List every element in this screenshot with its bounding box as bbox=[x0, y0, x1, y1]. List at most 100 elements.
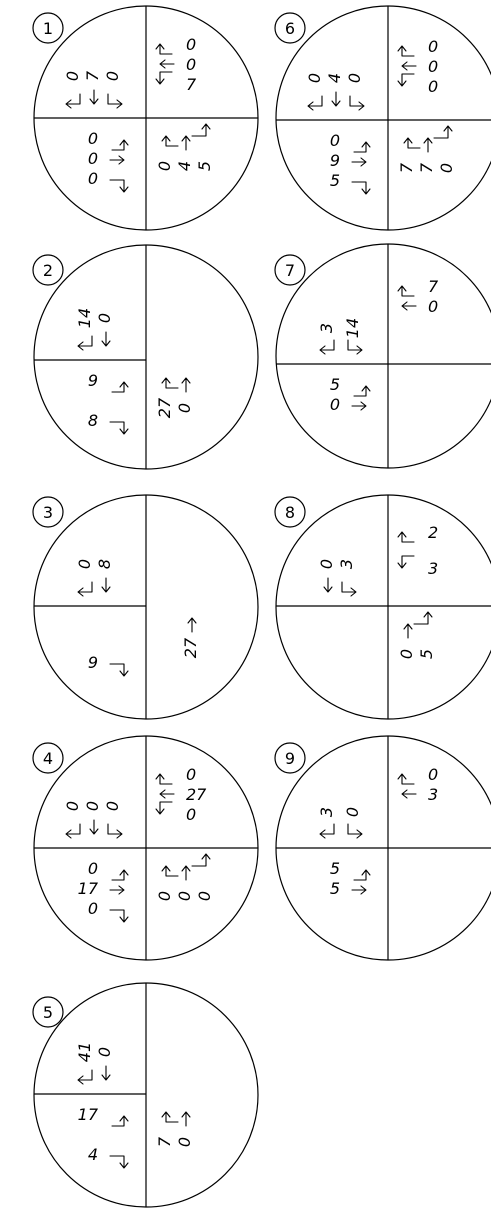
north-approach-volume: 0 bbox=[428, 77, 438, 96]
west-approach-arrow-icon bbox=[341, 581, 357, 597]
west-approach-volume: 0 bbox=[345, 73, 364, 83]
south-approach-arrow-icon bbox=[403, 623, 413, 639]
diagram-number-badge bbox=[274, 496, 306, 528]
east-approach-arrow-icon bbox=[111, 381, 129, 393]
south-approach-arrow-icon bbox=[191, 853, 211, 867]
north-approach-volume: 3 bbox=[428, 559, 438, 578]
diagram-number: 8 bbox=[285, 503, 295, 522]
west-approach-arrow-icon bbox=[101, 1065, 111, 1081]
east-approach-arrow-icon bbox=[109, 155, 125, 165]
south-approach-volume: 0 bbox=[195, 891, 214, 901]
east-approach-volume: 0 bbox=[330, 395, 340, 414]
west-approach-volume: 0 bbox=[103, 801, 122, 811]
east-approach-arrow-icon bbox=[111, 869, 129, 881]
south-approach-volume: 0 bbox=[175, 891, 194, 901]
south-approach-arrow-icon bbox=[413, 611, 433, 625]
east-approach-volume: 5 bbox=[330, 879, 340, 898]
south-approach-arrow-icon bbox=[181, 865, 191, 881]
south-approach-volume: 0 bbox=[155, 891, 174, 901]
west-approach-arrow-icon bbox=[89, 819, 99, 835]
south-approach-volume: 0 bbox=[175, 1137, 194, 1147]
intersection-circle bbox=[275, 494, 491, 720]
south-approach-arrow-icon bbox=[181, 135, 191, 151]
west-approach-volume: 3 bbox=[337, 559, 356, 569]
north-approach-volume: 2 bbox=[428, 523, 438, 542]
east-approach-volume: 0 bbox=[88, 899, 98, 918]
west-approach-volume: 8 bbox=[95, 559, 114, 569]
west-approach-arrow-icon bbox=[89, 89, 99, 105]
west-approach-volume: 0 bbox=[317, 559, 336, 569]
west-approach-volume: 14 bbox=[343, 318, 362, 338]
south-approach-volume: 0 bbox=[175, 403, 194, 413]
east-approach-volume: 17 bbox=[78, 1105, 99, 1124]
diagram-number-badge bbox=[32, 742, 64, 774]
west-approach-arrow-icon bbox=[107, 823, 123, 839]
south-approach-arrow-icon bbox=[403, 137, 421, 149]
north-approach-volume: 0 bbox=[428, 765, 438, 784]
east-approach-arrow-icon bbox=[109, 421, 129, 435]
east-approach-arrow-icon bbox=[351, 401, 367, 411]
west-approach-volume: 3 bbox=[317, 323, 336, 333]
diagram-number: 9 bbox=[285, 749, 295, 768]
north-approach-arrow-icon bbox=[159, 789, 175, 799]
west-approach-arrow-icon bbox=[349, 95, 365, 111]
intersection-circle bbox=[275, 5, 491, 231]
north-approach-arrow-icon bbox=[397, 73, 415, 87]
south-approach-volume: 27 bbox=[155, 397, 174, 418]
east-approach-volume: 0 bbox=[88, 169, 98, 188]
north-approach-arrow-icon bbox=[155, 71, 173, 85]
east-approach-volume: 5 bbox=[330, 375, 340, 394]
west-approach-arrow-icon bbox=[77, 335, 93, 351]
east-approach-volume: 9 bbox=[88, 371, 98, 390]
east-approach-arrow-icon bbox=[111, 139, 129, 151]
diagram-number: 2 bbox=[43, 261, 53, 280]
east-approach-arrow-icon bbox=[109, 885, 125, 895]
intersection-circle bbox=[275, 243, 491, 469]
east-approach-arrow-icon bbox=[109, 663, 129, 677]
north-approach-volume: 0 bbox=[186, 55, 196, 74]
west-approach-arrow-icon bbox=[65, 93, 81, 109]
west-approach-volume: 0 bbox=[95, 313, 114, 323]
north-approach-arrow-icon bbox=[397, 531, 415, 543]
east-approach-arrow-icon bbox=[109, 909, 129, 923]
east-approach-arrow-icon bbox=[353, 385, 371, 397]
east-approach-volume: 5 bbox=[330, 171, 340, 190]
south-approach-volume: 5 bbox=[417, 649, 436, 659]
west-approach-volume: 0 bbox=[75, 559, 94, 569]
west-approach-arrow-icon bbox=[331, 91, 341, 107]
west-approach-volume: 0 bbox=[95, 1047, 114, 1057]
north-approach-volume: 0 bbox=[428, 57, 438, 76]
north-approach-arrow-icon bbox=[159, 59, 175, 69]
diagram-number: 1 bbox=[43, 19, 53, 38]
south-approach-volume: 0 bbox=[437, 163, 456, 173]
east-approach-volume: 0 bbox=[88, 149, 98, 168]
west-approach-volume: 7 bbox=[83, 70, 102, 81]
west-approach-volume: 14 bbox=[75, 308, 94, 328]
south-approach-volume: 7 bbox=[397, 162, 416, 173]
diagram-number-badge bbox=[32, 254, 64, 286]
north-approach-arrow-icon bbox=[397, 285, 415, 297]
south-approach-arrow-icon bbox=[187, 617, 197, 633]
east-approach-arrow-icon bbox=[111, 1115, 129, 1127]
west-approach-arrow-icon bbox=[347, 823, 363, 839]
east-approach-arrow-icon bbox=[351, 157, 367, 167]
north-approach-arrow-icon bbox=[401, 301, 417, 311]
north-approach-arrow-icon bbox=[401, 789, 417, 799]
north-approach-arrow-icon bbox=[397, 45, 415, 57]
west-approach-volume: 41 bbox=[75, 1042, 94, 1062]
south-approach-volume: 0 bbox=[155, 161, 174, 171]
south-approach-arrow-icon bbox=[181, 377, 191, 393]
north-approach-volume: 0 bbox=[428, 297, 438, 316]
east-approach-arrow-icon bbox=[109, 1155, 129, 1169]
north-approach-volume: 0 bbox=[428, 37, 438, 56]
diagram-number: 4 bbox=[43, 749, 53, 768]
north-approach-arrow-icon bbox=[401, 61, 417, 71]
